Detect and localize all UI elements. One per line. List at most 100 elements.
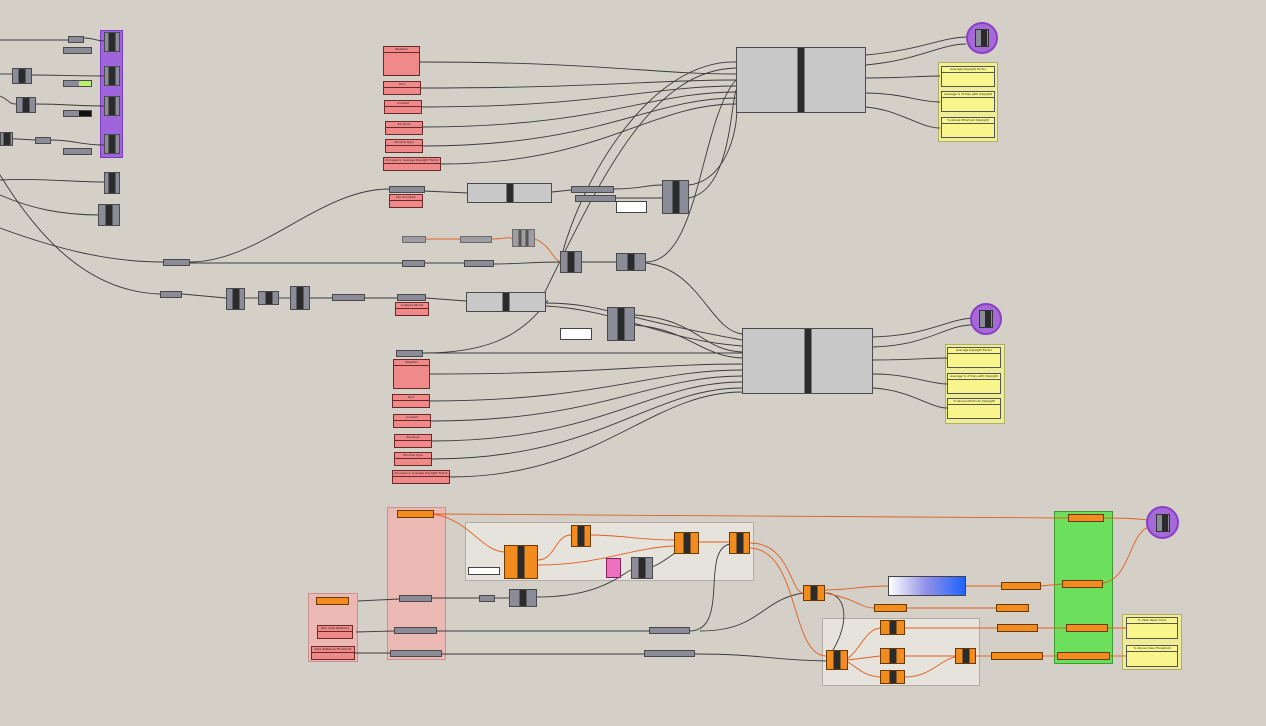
output-panel-mid-2[interactable]: % Above Minimum Daylight: [947, 398, 1001, 419]
input-panel-top-4[interactable]: Window Type: [385, 139, 423, 153]
text-panel-top[interactable]: [616, 201, 647, 213]
output-preview-bottom[interactable]: [1146, 506, 1179, 539]
param-disabled-a[interactable]: [402, 236, 426, 243]
output-panel-top-2[interactable]: % Above Minimum Daylight: [941, 117, 995, 138]
component-left-a[interactable]: [104, 32, 120, 52]
param-left-mid-2[interactable]: [402, 260, 425, 267]
input-panel-mid-1[interactable]: Grid: [392, 394, 430, 408]
daylight-analysis-component-top[interactable]: [736, 47, 866, 113]
param-bottom-d[interactable]: [479, 595, 495, 602]
param-left-mid-3[interactable]: [464, 260, 494, 267]
input-panel-top-2[interactable]: Context: [384, 100, 422, 114]
param-result-1[interactable]: [1062, 580, 1103, 588]
param-threshold-d[interactable]: [997, 624, 1038, 632]
component-low-a[interactable]: [226, 288, 245, 310]
component-left-d[interactable]: [16, 97, 36, 113]
color-gradient[interactable]: [888, 576, 966, 596]
component-left-b[interactable]: [12, 68, 32, 84]
param-slider-4[interactable]: [63, 148, 92, 155]
input-panel-mid-2[interactable]: Context: [393, 414, 431, 428]
component-top-wide[interactable]: [467, 183, 552, 203]
output-panel-mid-0[interactable]: Average Daylight Factor: [947, 347, 1001, 368]
input-panel-top-0[interactable]: Weather: [383, 46, 420, 76]
input-panel-period[interactable]: Analysis Period: [395, 302, 429, 316]
component-threshold-b[interactable]: [826, 650, 848, 670]
param-bottom-c[interactable]: [390, 650, 442, 657]
input-panel-sky[interactable]: Sky Condition: [389, 194, 423, 208]
group-inputs-pink[interactable]: [387, 507, 446, 660]
component-disabled[interactable]: [512, 229, 535, 247]
daylight-analysis-component-mid[interactable]: [742, 328, 873, 394]
component-low-c[interactable]: [290, 286, 310, 310]
component-threshold-c[interactable]: [880, 620, 905, 635]
component-mid-a[interactable]: [560, 251, 582, 273]
component-threshold-a[interactable]: [803, 585, 825, 601]
input-panel-top-3[interactable]: Surfaces: [385, 121, 423, 135]
input-panel-mid-0[interactable]: Weather: [393, 359, 430, 389]
component-low-wide[interactable]: [466, 292, 546, 312]
component-bottom-a[interactable]: [509, 589, 537, 607]
group-left-purple[interactable]: [100, 30, 123, 158]
param-left-low-3[interactable]: [397, 294, 426, 301]
component-low-merge[interactable]: [607, 307, 635, 341]
output-panel-view-0[interactable]: % View Open Time: [1126, 617, 1178, 639]
param-top-b[interactable]: [571, 186, 614, 193]
component-left-g[interactable]: [104, 134, 120, 154]
component-view-big[interactable]: [504, 545, 538, 579]
param-bottom-b[interactable]: [394, 627, 437, 634]
component-view-c[interactable]: [674, 532, 699, 554]
component-top-merge[interactable]: [662, 180, 689, 214]
param-top-a[interactable]: [389, 186, 425, 193]
param-slider-3[interactable]: [35, 137, 51, 144]
text-panel-mid[interactable]: [560, 328, 592, 340]
param-top-c[interactable]: [575, 195, 616, 202]
input-panel-view-1[interactable]: View Distance Threshold: [311, 646, 355, 660]
component-threshold-f[interactable]: [955, 648, 976, 664]
input-panel-view-0[interactable]: Max View Distance: [317, 625, 353, 639]
component-left-h[interactable]: [104, 172, 120, 194]
text-panel-bottom[interactable]: [468, 567, 500, 575]
param-result-2[interactable]: [1066, 624, 1108, 632]
input-panel-mid-4[interactable]: Window Type: [394, 452, 432, 466]
param-bottom-a[interactable]: [399, 595, 432, 602]
input-panel-mid-3[interactable]: Surfaces: [394, 434, 432, 448]
param-bottom-e[interactable]: [649, 627, 690, 634]
input-panel-top-1[interactable]: Grid: [383, 81, 421, 95]
param-disabled-b[interactable]: [460, 236, 492, 243]
output-preview-mid[interactable]: [970, 303, 1002, 335]
param-pink-stack[interactable]: [606, 558, 621, 578]
param-toggle-green[interactable]: [63, 80, 92, 87]
component-left-f[interactable]: [0, 132, 13, 146]
param-toggle-black[interactable]: [63, 110, 92, 117]
output-panel-top-0[interactable]: Average Daylight Factor: [941, 66, 995, 87]
component-view-b[interactable]: [631, 557, 653, 579]
param-orange-left[interactable]: [316, 597, 349, 605]
component-low-b[interactable]: [258, 291, 279, 305]
param-orange-top[interactable]: [397, 510, 434, 518]
component-left-c[interactable]: [104, 66, 120, 86]
output-preview-top[interactable]: [966, 22, 998, 54]
param-threshold-a[interactable]: [874, 604, 907, 612]
output-panel-top-1[interactable]: Average % of Day with Daylight: [941, 91, 995, 112]
param-slider-1[interactable]: [68, 36, 84, 43]
param-left-low-1[interactable]: [160, 291, 182, 298]
component-left-e[interactable]: [104, 96, 120, 116]
output-panel-mid-1[interactable]: Average % of Day with Daylight: [947, 373, 1001, 394]
param-result-0[interactable]: [1068, 514, 1104, 522]
component-view-a[interactable]: [571, 525, 591, 547]
param-threshold-c[interactable]: [1001, 582, 1041, 590]
param-result-3[interactable]: [1057, 652, 1110, 660]
input-panel-mid-5[interactable]: Occupancy Average Daylight Factor: [392, 470, 450, 484]
param-left-mid-1[interactable]: [163, 259, 190, 266]
component-left-i[interactable]: [98, 204, 120, 226]
param-left-low-2[interactable]: [332, 294, 365, 301]
input-panel-top-5[interactable]: Occupancy Average Daylight Factor: [383, 157, 441, 171]
component-threshold-d[interactable]: [880, 648, 905, 664]
param-threshold-b[interactable]: [996, 604, 1029, 612]
param-mid-input[interactable]: [396, 350, 423, 357]
output-panel-view-1[interactable]: % Above View Threshold: [1126, 645, 1178, 667]
component-threshold-e[interactable]: [880, 670, 905, 684]
component-view-d[interactable]: [729, 532, 750, 554]
param-bottom-f[interactable]: [644, 650, 695, 657]
